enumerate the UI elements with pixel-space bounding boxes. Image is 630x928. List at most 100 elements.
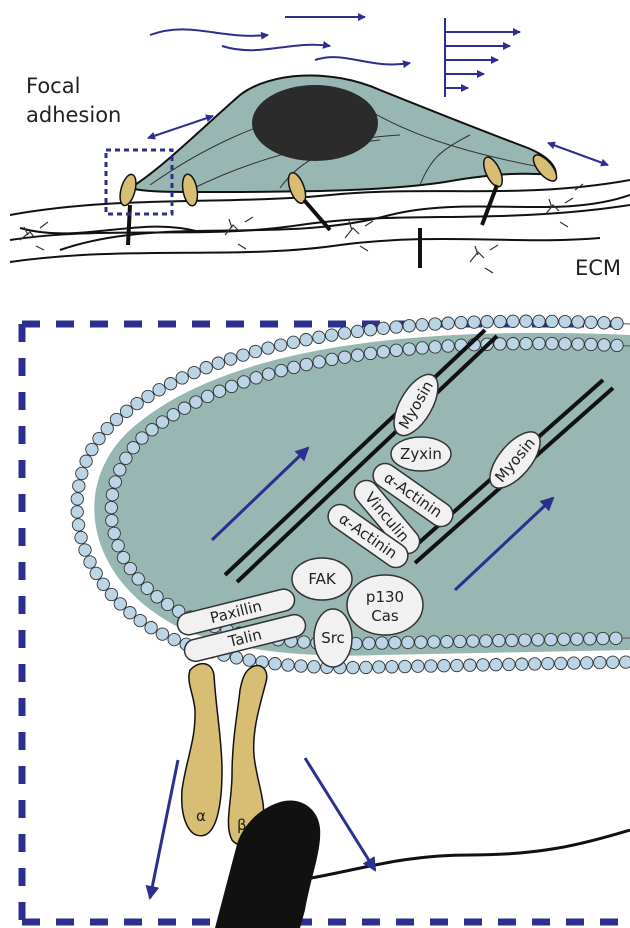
lipid-head — [145, 622, 157, 634]
lipid-head — [134, 614, 146, 626]
lipid-head — [532, 634, 544, 646]
lipid-head — [481, 316, 493, 328]
lipid-head — [467, 635, 479, 647]
lipid-head — [533, 337, 545, 349]
lipid-head — [300, 358, 312, 370]
lipid-head — [572, 316, 584, 328]
lipid-head — [238, 376, 250, 388]
lipid-head — [151, 591, 163, 603]
lipid-head — [76, 467, 88, 479]
lipid-head — [480, 635, 492, 647]
lipid-head — [428, 636, 440, 648]
lipid-head — [438, 660, 450, 672]
lipid-head — [520, 337, 532, 349]
lipid-head — [611, 317, 623, 329]
lipid-head — [585, 316, 597, 328]
ecm-fiber — [300, 830, 630, 880]
lipid-head — [546, 337, 558, 349]
lipid-head — [516, 658, 528, 670]
lipid-head — [598, 317, 610, 329]
fluid-flow-arrows — [150, 17, 410, 65]
lipid-head — [416, 319, 428, 331]
lipid-head — [585, 338, 597, 350]
lipid-head — [97, 578, 109, 590]
lipid-head — [249, 345, 261, 357]
lipid-head — [454, 635, 466, 647]
lipid-head — [178, 402, 190, 414]
lipid-head — [451, 659, 463, 671]
lipid-head — [142, 390, 154, 402]
lipid-head — [493, 634, 505, 646]
fak: FAK — [292, 558, 352, 600]
lipid-head — [71, 493, 83, 505]
lipid-head — [377, 346, 389, 358]
lipid-head — [288, 361, 300, 373]
lipid-head — [164, 378, 176, 390]
lipid-head — [71, 506, 83, 518]
lipid-head — [468, 316, 480, 328]
lipid-head — [127, 442, 139, 454]
lipid-head — [326, 329, 338, 341]
lipid-head — [131, 397, 143, 409]
lipid-head — [224, 353, 236, 365]
lipid-head — [124, 607, 136, 619]
lipid-head — [326, 353, 338, 365]
lipid-head — [243, 654, 255, 666]
lipid-head — [351, 325, 363, 337]
lipid-head — [529, 658, 541, 670]
lipid-head — [212, 357, 224, 369]
lipid-head — [156, 416, 168, 428]
double-arrow-right — [548, 143, 608, 165]
lipid-head — [558, 633, 570, 645]
src: Src — [314, 609, 352, 667]
lipid-head — [338, 327, 350, 339]
lipid-head — [114, 598, 126, 610]
lipid-head — [275, 339, 287, 351]
lipid-head — [442, 317, 454, 329]
lipid-head — [141, 582, 153, 594]
src-label: Src — [321, 629, 345, 647]
lipid-head — [287, 336, 299, 348]
lipid-head — [275, 364, 287, 376]
lipid-head — [105, 501, 117, 513]
lipid-head — [464, 659, 476, 671]
lipid-head — [176, 372, 188, 384]
lipid-head — [72, 519, 84, 531]
lipid-head — [153, 384, 165, 396]
lipid-head — [597, 632, 609, 644]
lipid-head — [477, 659, 489, 671]
lipid-head — [610, 632, 622, 644]
lipid-head — [389, 637, 401, 649]
lipid-head — [542, 657, 554, 669]
lipid-head — [507, 315, 519, 327]
lipid-head — [520, 315, 532, 327]
zyxin-label: Zyxin — [400, 445, 442, 463]
lipid-head — [201, 390, 213, 402]
lipid-head — [112, 540, 124, 552]
lipid-head — [403, 343, 415, 355]
lipid-head — [403, 320, 415, 332]
lipid-head — [269, 658, 281, 670]
lipid-head — [503, 658, 515, 670]
cell-overview-panel: Focal adhesion ECM — [0, 0, 630, 290]
nucleus — [252, 85, 378, 161]
lipid-head — [282, 659, 294, 671]
lipid-head — [298, 636, 310, 648]
lipid-head — [109, 476, 121, 488]
lipid-head — [110, 413, 122, 425]
lipid-head — [339, 351, 351, 363]
lipid-head — [262, 368, 274, 380]
lipid-head — [533, 315, 545, 327]
p130-cas: p130 Cas — [347, 575, 423, 635]
lipid-head — [200, 362, 212, 374]
lipid-head — [545, 633, 557, 645]
lipid-head — [598, 339, 610, 351]
lipid-head — [101, 422, 113, 434]
lipid-head — [507, 338, 519, 350]
lipid-head — [75, 531, 87, 543]
lipid-head — [546, 315, 558, 327]
lipid-head — [161, 598, 173, 610]
lipid-head — [390, 344, 402, 356]
lipid-head — [117, 551, 129, 563]
lipid-head — [429, 318, 441, 330]
